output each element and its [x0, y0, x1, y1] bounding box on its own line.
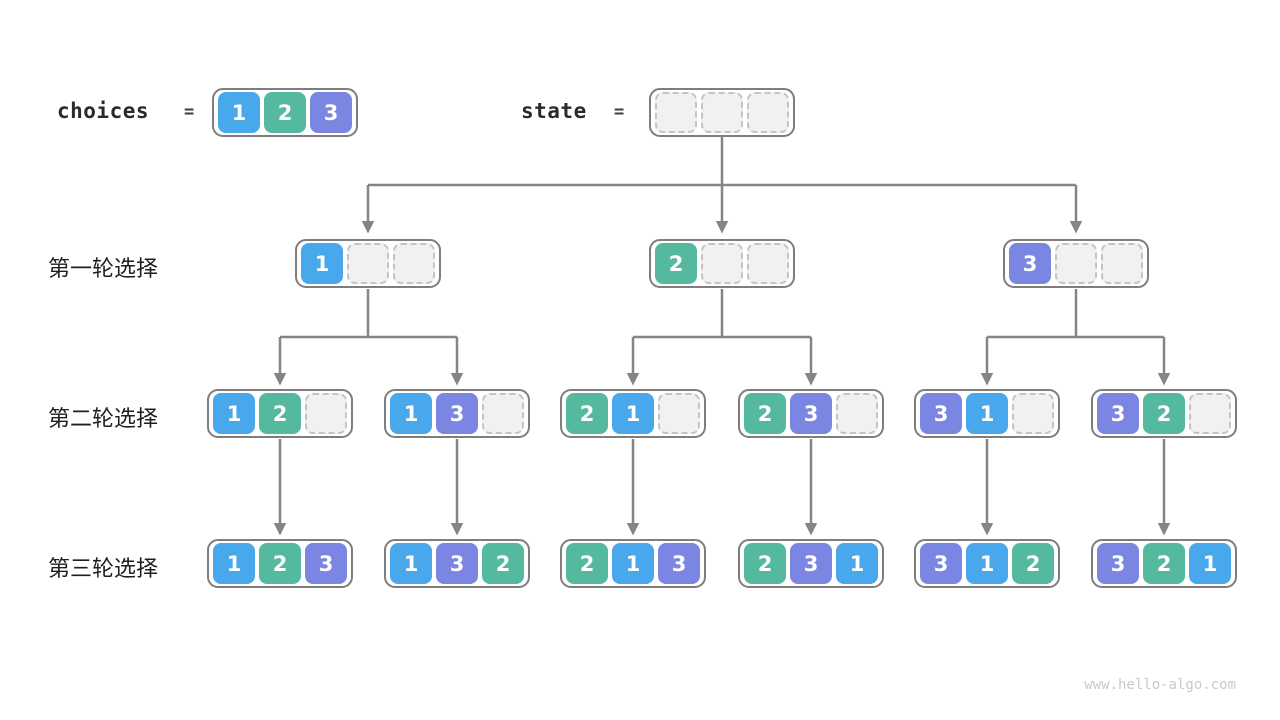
value-cell: 2: [1143, 543, 1185, 584]
round-2-label: 第二轮选择: [48, 407, 159, 432]
value-cell: 1: [301, 243, 343, 284]
choices-equals-sign: =: [184, 102, 195, 122]
value-cell: 3: [436, 393, 478, 434]
value-cell: 2: [655, 243, 697, 284]
value-cell: 2: [1143, 393, 1185, 434]
value-cell: 1: [612, 543, 654, 584]
value-cell: 1: [966, 393, 1008, 434]
value-cell: 1: [390, 393, 432, 434]
value-cell: 1: [966, 543, 1008, 584]
empty-cell: [393, 243, 435, 284]
value-cell: 2: [264, 92, 306, 133]
value-cell: 3: [436, 543, 478, 584]
state-array: [649, 88, 795, 137]
value-cell: 3: [1009, 243, 1051, 284]
empty-cell: [836, 393, 878, 434]
empty-cell: [482, 393, 524, 434]
value-cell: 3: [790, 543, 832, 584]
empty-cell: [347, 243, 389, 284]
empty-cell: [1101, 243, 1143, 284]
value-cell: 3: [1097, 543, 1139, 584]
empty-cell: [701, 92, 743, 133]
node-l1-2: 3: [1003, 239, 1149, 288]
value-cell: 1: [213, 543, 255, 584]
value-cell: 1: [1189, 543, 1231, 584]
value-cell: 3: [920, 393, 962, 434]
value-cell: 2: [744, 393, 786, 434]
choices-label: choices: [57, 99, 150, 123]
empty-cell: [655, 92, 697, 133]
value-cell: 2: [259, 393, 301, 434]
value-cell: 1: [390, 543, 432, 584]
empty-cell: [701, 243, 743, 284]
value-cell: 3: [790, 393, 832, 434]
empty-cell: [1189, 393, 1231, 434]
value-cell: 1: [612, 393, 654, 434]
value-cell: 2: [566, 543, 608, 584]
value-cell: 3: [310, 92, 352, 133]
site-watermark: www.hello-algo.com: [1084, 677, 1236, 693]
round-1-label: 第一轮选择: [48, 257, 159, 282]
empty-cell: [658, 393, 700, 434]
empty-cell: [1055, 243, 1097, 284]
state-label: state: [521, 99, 587, 123]
round-3-label: 第三轮选择: [48, 557, 159, 582]
value-cell: 2: [259, 543, 301, 584]
value-cell: 1: [218, 92, 260, 133]
value-cell: 2: [566, 393, 608, 434]
empty-cell: [747, 243, 789, 284]
value-cell: 2: [1012, 543, 1054, 584]
value-cell: 1: [836, 543, 878, 584]
empty-cell: [747, 92, 789, 133]
empty-cell: [1012, 393, 1054, 434]
value-cell: 3: [920, 543, 962, 584]
value-cell: 1: [213, 393, 255, 434]
value-cell: 2: [744, 543, 786, 584]
value-cell: 2: [482, 543, 524, 584]
value-cell: 3: [1097, 393, 1139, 434]
value-cell: 3: [305, 543, 347, 584]
value-cell: 3: [658, 543, 700, 584]
state-equals-sign: =: [614, 102, 625, 122]
node-l1-0: 1: [295, 239, 441, 288]
empty-cell: [305, 393, 347, 434]
node-l1-1: 2: [649, 239, 795, 288]
